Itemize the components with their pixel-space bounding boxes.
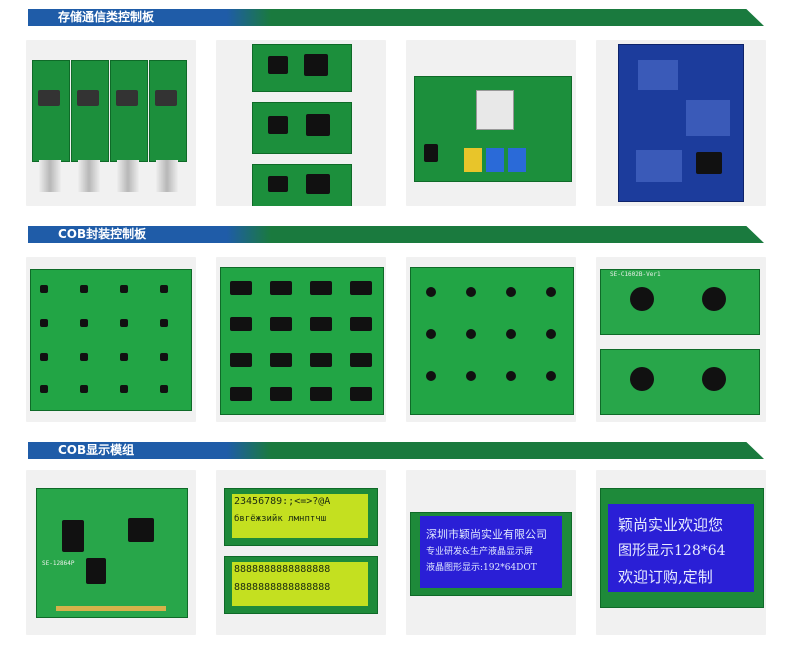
photo-lcd-module-boards: SE-C1602B-Ver1 bbox=[596, 257, 766, 422]
photo-cob-graphic-lcd: SE-12864P bbox=[26, 470, 196, 635]
photo-cob-panel-a bbox=[26, 257, 196, 422]
board-label: SE-12864P bbox=[42, 560, 75, 567]
yellow-lcd-line1: 23456789:;<=>?@A bbox=[234, 496, 331, 507]
section-banner-cob-display: COB显示模组 bbox=[28, 442, 764, 459]
section-title: COB显示模组 bbox=[58, 443, 135, 457]
photo-cob-panel-b bbox=[216, 257, 386, 422]
blue-lcd-small-line3: 液晶图形显示:192*64DOT bbox=[426, 563, 537, 573]
yellow-lcd-line2: бвгёжзийк лмнптчш bbox=[234, 514, 327, 524]
yellow-lcd2-line1: 8888888888888888 bbox=[234, 564, 331, 575]
section-banner-storage: 存储通信类控制板 bbox=[28, 9, 764, 26]
photo-stacked-modules bbox=[216, 40, 386, 206]
photo-cob-panel-c bbox=[406, 257, 576, 422]
section-title: 存储通信类控制板 bbox=[58, 10, 155, 24]
photo-blue-pcb bbox=[596, 40, 766, 206]
board-label: SE-C1602B-Ver1 bbox=[610, 271, 661, 278]
section-banner-cob-board: COB封装控制板 bbox=[28, 226, 764, 243]
photo-blue-lcd-large: 颖尚实业欢迎您 图形显示128*64 欢迎订购,定制 bbox=[596, 470, 766, 635]
photo-blue-lcd-small: 深圳市颖尚实业有限公司 专业研发&生产液晶显示屏 液晶图形显示:192*64DO… bbox=[406, 470, 576, 635]
yellow-lcd2-line2: 8888888888888888 bbox=[234, 582, 331, 593]
photo-usb-boards bbox=[26, 40, 196, 206]
photo-router-board bbox=[406, 40, 576, 206]
blue-lcd-large-line1: 颖尚实业欢迎您 bbox=[618, 516, 724, 534]
section-title: COB封装控制板 bbox=[58, 227, 147, 241]
photo-yellow-lcds: 23456789:;<=>?@A бвгёжзийк лмнптчш 88888… bbox=[216, 470, 386, 635]
blue-lcd-small-line1: 深圳市颖尚实业有限公司 bbox=[426, 528, 547, 541]
blue-lcd-small-line2: 专业研发&生产液晶显示屏 bbox=[426, 547, 534, 557]
blue-lcd-large-line2: 图形显示128*64 bbox=[618, 543, 726, 559]
blue-lcd-large-line3: 欢迎订购,定制 bbox=[618, 568, 713, 586]
